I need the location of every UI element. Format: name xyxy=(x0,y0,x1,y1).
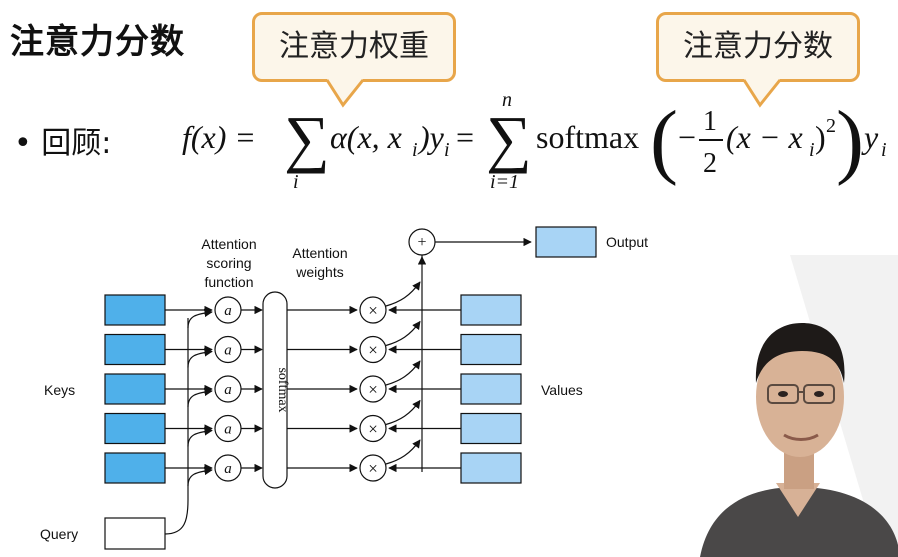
label-weights-2: weights xyxy=(295,264,343,280)
formula-y: y xyxy=(861,119,879,155)
product-arrow xyxy=(385,281,421,307)
label-values: Values xyxy=(541,382,583,398)
label-scoring-3: function xyxy=(204,274,253,290)
formula-lhs: f(x) = xyxy=(182,119,256,155)
value-box xyxy=(460,333,522,366)
formula-softmax: softmax xyxy=(536,119,639,155)
query-branch xyxy=(187,348,213,368)
sum-node-label: + xyxy=(417,234,426,251)
query-trunk xyxy=(164,318,189,535)
scoring-node-label: a xyxy=(224,382,232,398)
sum-symbol-2: ∑ xyxy=(486,103,532,174)
product-arrow xyxy=(385,320,421,347)
scoring-node-label: a xyxy=(224,343,232,359)
query-branch xyxy=(187,427,213,447)
scoring-node-label: a xyxy=(224,461,232,477)
scoring-node-label: a xyxy=(224,422,232,438)
formula-inner: (x − x xyxy=(726,119,803,155)
scoring-node-label: a xyxy=(224,303,232,319)
formula-eq2: = xyxy=(456,119,474,155)
multiply-node-label: × xyxy=(368,420,378,439)
value-box xyxy=(460,294,522,326)
slide-title: 注意力分数 xyxy=(10,22,185,62)
query-box xyxy=(104,517,166,550)
softmax-label: softmax xyxy=(275,367,290,412)
formula-power: 2 xyxy=(826,115,836,137)
callout-attention-scores-tail xyxy=(742,79,782,108)
paren-left: ( xyxy=(650,94,678,187)
product-arrow xyxy=(385,439,421,465)
formula-frac-num: 1 xyxy=(703,106,717,137)
callout-attention-weights-tail xyxy=(325,79,365,108)
diagram-rows: a × a × a × a × a × xyxy=(104,281,522,487)
sum-symbol-1: ∑ xyxy=(284,103,330,174)
formula-term1: α(x, x xyxy=(330,119,402,155)
label-weights-1: Attention xyxy=(292,245,347,261)
formula: f(x) = ∑ i α(x, x i )y i = n ∑ i=1 softm… xyxy=(182,89,887,193)
key-box xyxy=(104,373,166,405)
multiply-node xyxy=(359,414,387,443)
sum2-superscript: n xyxy=(502,89,512,111)
multiply-node-label: × xyxy=(368,380,378,399)
label-keys: Keys xyxy=(44,382,75,398)
query-branch xyxy=(187,466,213,487)
label-query: Query xyxy=(40,526,78,542)
formula-minus: − xyxy=(678,119,696,155)
key-box xyxy=(104,333,166,366)
formula-frac-den: 2 xyxy=(703,148,717,179)
softmax-box xyxy=(262,291,288,489)
product-arrow xyxy=(385,360,421,386)
callout-attention-weights-text: 注意力权重 xyxy=(279,29,429,64)
formula-y-sub: i xyxy=(881,139,887,161)
label-output: Output xyxy=(606,234,648,250)
key-box xyxy=(104,412,166,445)
sum2-subscript: i=1 xyxy=(490,171,519,193)
label-scoring-1: Attention xyxy=(201,236,256,252)
multiply-node-label: × xyxy=(368,301,378,320)
formula-term1-sub: i xyxy=(412,139,418,161)
presenter-video xyxy=(680,255,898,557)
paren-right: ) xyxy=(836,94,864,187)
key-box xyxy=(104,294,166,326)
query-branch xyxy=(187,308,213,329)
bullet-recap: • 回顾: xyxy=(14,126,112,161)
product-arrow xyxy=(385,399,421,426)
formula-inner-end: ) xyxy=(815,119,826,155)
multiply-node-label: × xyxy=(368,341,378,360)
callout-attention-scores: 注意力分数 xyxy=(656,12,860,82)
multiply-node xyxy=(359,335,387,364)
formula-term1-y-sub: i xyxy=(444,139,450,161)
multiply-node xyxy=(359,454,387,482)
query-branch xyxy=(187,387,213,408)
formula-term1-end: )y xyxy=(417,119,445,155)
sum1-subscript: i xyxy=(293,171,299,193)
output-box xyxy=(535,226,597,258)
key-box xyxy=(104,452,166,484)
label-scoring-2: scoring xyxy=(206,255,251,271)
value-box xyxy=(460,412,522,445)
multiply-node xyxy=(359,375,387,403)
multiply-node-label: × xyxy=(368,459,378,478)
callout-attention-scores-text: 注意力分数 xyxy=(683,29,833,64)
value-box xyxy=(460,373,522,405)
multiply-node xyxy=(359,296,387,324)
value-box xyxy=(460,452,522,484)
callout-attention-weights: 注意力权重 xyxy=(252,12,456,82)
formula-inner-sub: i xyxy=(809,139,815,161)
